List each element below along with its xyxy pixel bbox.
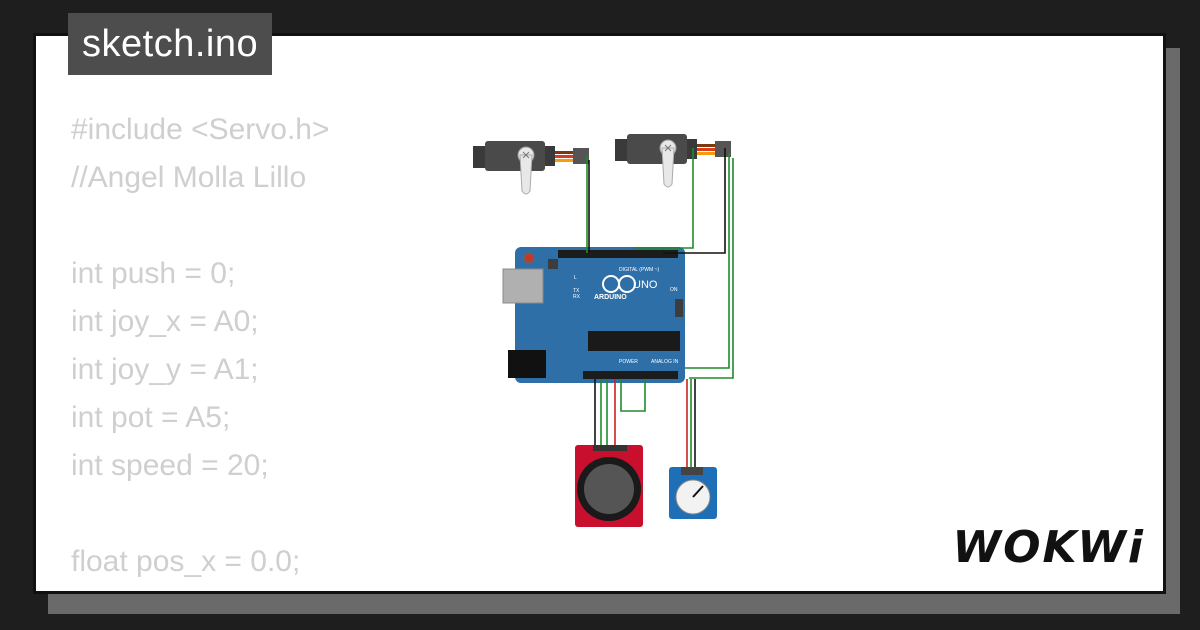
digital-pins-label: DIGITAL (PWM ~) (619, 267, 659, 273)
rx-led-label: RX (573, 294, 581, 300)
code-line: float pos_x = 0.0; (71, 545, 301, 578)
analog-pins-label: ANALOG IN (651, 359, 679, 365)
code-line: int joy_y = A1; (71, 353, 259, 386)
board-brand-label: ARDUINO (594, 294, 627, 301)
servo-motor-2[interactable] (615, 134, 731, 188)
code-line: int joy_x = A0; (71, 305, 259, 338)
code-line: int pot = A5; (71, 401, 231, 434)
servo-motor-1[interactable] (473, 141, 589, 195)
on-led-label: ON (670, 287, 678, 293)
tx-led-label: TX (573, 288, 580, 294)
power-pins-label: POWER (619, 359, 638, 365)
joystick-module[interactable] (575, 445, 643, 527)
preview-card: #include <Servo.h> //Angel Molla Lillo int… (33, 33, 1166, 594)
code-line: //Angel Molla Lillo (71, 161, 307, 194)
l-led-label: L (574, 275, 577, 281)
wires (586, 148, 734, 471)
file-name-tab[interactable]: sketch.ino (68, 13, 273, 75)
code-line: int speed = 20; (71, 449, 269, 482)
potentiometer-module[interactable] (669, 467, 717, 519)
code-preview: #include <Servo.h> //Angel Molla Lillo int… (71, 106, 330, 591)
circuit-diagram: UNO ARDUINO DIGITAL (PWM ~) POWER ANALOG… (473, 134, 734, 527)
wokwi-logo: WOKWi (952, 522, 1145, 573)
board-model-label: UNO (633, 279, 658, 291)
code-line: int push = 0; (71, 257, 236, 290)
arduino-uno-board[interactable]: UNO ARDUINO DIGITAL (PWM ~) POWER ANALOG… (502, 247, 685, 383)
code-line: #include <Servo.h> (71, 113, 330, 146)
